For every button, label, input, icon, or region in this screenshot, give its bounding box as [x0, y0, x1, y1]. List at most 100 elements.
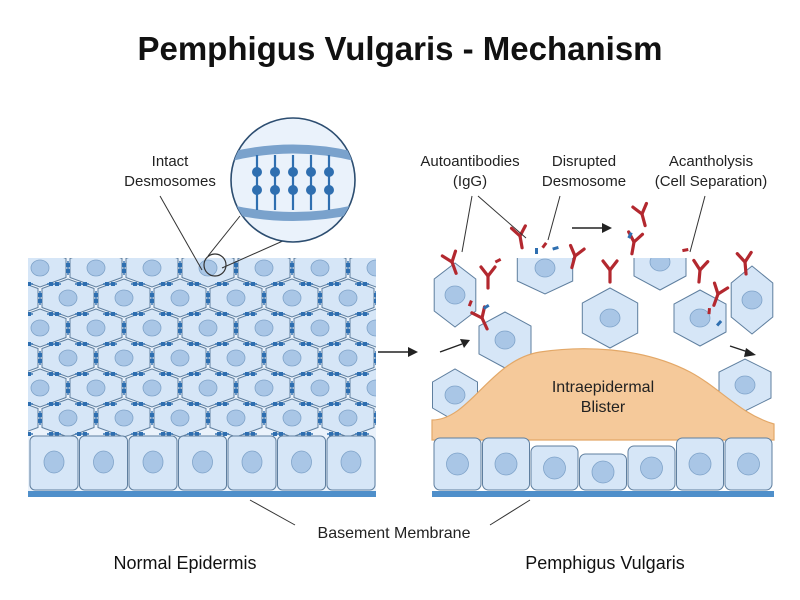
desmosome [318, 411, 322, 425]
desmosome [355, 342, 369, 346]
blister-label-line1: Intraepidermal [551, 379, 655, 396]
detached-cell [433, 262, 477, 328]
desmosome [150, 291, 154, 305]
desmosome [206, 411, 210, 425]
desmosome-zoom [203, 117, 356, 277]
desmosome [103, 402, 117, 406]
caption-normal-epidermis: Normal Epidermis [113, 553, 257, 573]
arrows [378, 223, 756, 357]
desmosome [299, 342, 313, 346]
epidermal-cell [125, 258, 179, 288]
epidermal-cell [0, 369, 10, 407]
basement-membrane-left [28, 491, 376, 497]
desmosome [150, 411, 154, 425]
zoomed-desmosome [324, 155, 334, 210]
detached-cell [581, 287, 639, 349]
epidermal-cell [349, 308, 376, 348]
desmosome-fragment [494, 258, 502, 264]
diagram-title: Pemphigus Vulgaris - Mechanism [137, 30, 663, 67]
igg-antibody [692, 258, 710, 284]
desmosome [318, 351, 322, 365]
desmosome [299, 402, 313, 406]
desmosome [383, 312, 397, 316]
desmosome [122, 261, 126, 275]
desmosome [271, 432, 285, 436]
desmosome [28, 372, 33, 376]
desmosome [299, 432, 313, 436]
autoantibodies-label: Autoantibodies (IgG) [406, 152, 534, 192]
epidermal-cell [28, 308, 67, 348]
desmosome [234, 321, 238, 335]
epidermal-cell [293, 368, 347, 408]
desmosome [47, 342, 61, 346]
desmosome [299, 312, 313, 316]
epidermal-cell [209, 398, 263, 438]
desmosome [402, 321, 406, 335]
desmosome [159, 312, 173, 316]
desmosome [215, 372, 229, 376]
desmosome [28, 402, 33, 406]
zoomed-desmosome [270, 155, 280, 210]
desmosome-fragment [552, 246, 559, 251]
desmosome [94, 411, 98, 425]
desmosome [28, 432, 33, 436]
desmosome-fragment [707, 308, 711, 315]
basal-cell [277, 435, 326, 491]
basal-cell [530, 445, 579, 491]
epidermal-cell [97, 338, 151, 378]
desmosome [271, 282, 285, 286]
blister-label-line2: Blister [580, 399, 626, 416]
epidermal-cell [181, 368, 235, 408]
basal-cell [227, 435, 277, 491]
igg-antibody [601, 259, 619, 284]
epidermal-cell [41, 278, 95, 318]
desmosome [411, 312, 425, 316]
igg-antibody [712, 281, 730, 307]
desmosome [290, 321, 294, 335]
desmosome [234, 261, 238, 275]
epidermal-cell [41, 338, 95, 378]
basal-cell [433, 437, 482, 491]
epidermal-cell [97, 278, 151, 318]
desmosome [66, 261, 70, 275]
igg-antibody [627, 230, 645, 256]
separation-arrow-left [439, 339, 470, 353]
desmosome [66, 381, 70, 395]
desmosome [187, 402, 201, 406]
desmosome [103, 312, 117, 316]
acantholysis-label-line2: (Cell Separation) [654, 173, 768, 190]
epidermal-cell [97, 398, 151, 438]
desmosome [318, 291, 322, 305]
basal-cell [676, 437, 724, 491]
epidermal-cell [28, 284, 39, 312]
desmosome [38, 351, 42, 365]
caption-pemphigus-vulgaris: Pemphigus Vulgaris [525, 553, 685, 573]
desmosome [355, 432, 369, 436]
desmosome [159, 432, 173, 436]
desmosome [346, 261, 350, 275]
detached-cell [478, 311, 532, 369]
desmosome [215, 282, 229, 286]
desmosome [327, 312, 341, 316]
detached-cell [633, 258, 687, 291]
desmosome [0, 342, 5, 346]
desmosome [327, 402, 341, 406]
disrupted-label-line2: Desmosome [541, 173, 627, 190]
desmosome [75, 282, 89, 286]
desmosome [75, 312, 89, 316]
desmosome [178, 321, 182, 335]
desmosome [383, 432, 397, 436]
desmosome [0, 312, 5, 316]
desmosome [94, 291, 98, 305]
desmosome [374, 411, 376, 425]
desmosome [327, 432, 341, 436]
detached-cell [516, 258, 574, 295]
desmosome [187, 372, 201, 376]
epidermal-cell [69, 368, 123, 408]
desmosome [187, 432, 201, 436]
epidermal-cell [349, 368, 376, 408]
transition-arrow [378, 347, 418, 357]
epidermal-cell [349, 258, 376, 288]
disrupted-label-line1: Disrupted [551, 153, 617, 170]
basal-cell [579, 453, 627, 491]
